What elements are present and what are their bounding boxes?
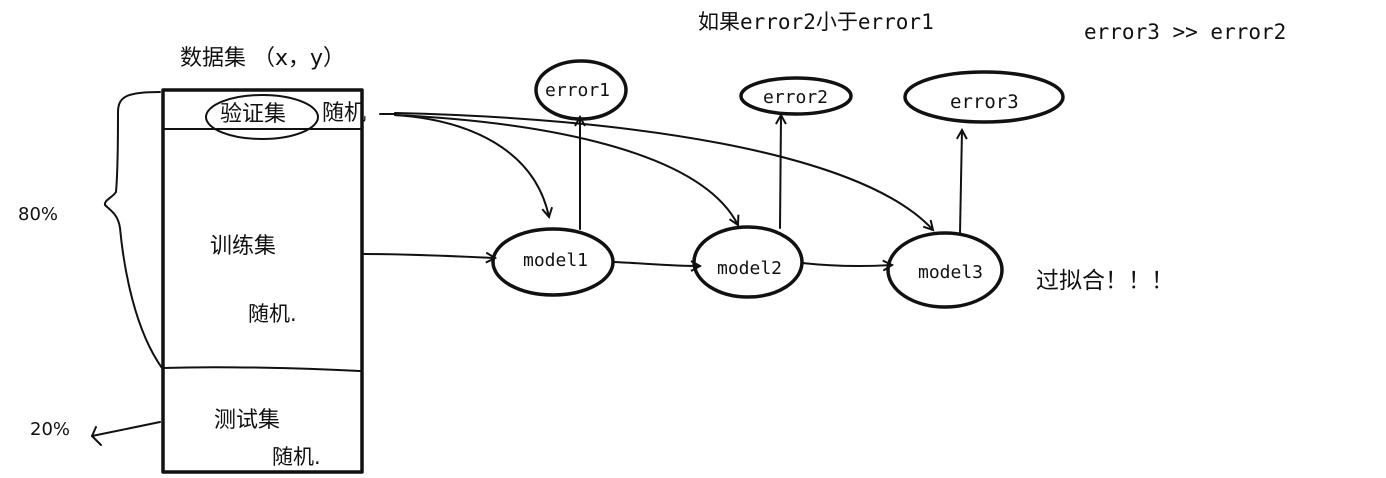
val-to-model1-arrow [394, 114, 549, 217]
train-brace [103, 91, 163, 369]
validation-circle [205, 94, 319, 140]
model2-to-model3-arrow [801, 263, 892, 266]
validation-random-label: 随机 [322, 101, 367, 126]
dataset-title: 数据集 （x，y） [180, 46, 346, 71]
error2-label: error2 [763, 87, 829, 108]
note-error2-less-than-error1: 如果error2小于error1 [698, 10, 934, 34]
error3-node [903, 70, 1065, 124]
note-error3-much-greater: error3 >> error2 [1084, 20, 1287, 44]
validation-label: 验证集 [220, 102, 287, 127]
test-divider [162, 366, 361, 372]
model3-to-error3-arrow [960, 130, 962, 234]
test-arrow [91, 421, 161, 437]
error2-node [739, 76, 853, 116]
test-random-label: 随机. [272, 445, 321, 469]
test-label: 测试集 [214, 408, 281, 433]
val-to-model2-arrow [394, 114, 738, 225]
train-percent: 80% [18, 204, 59, 225]
test-percent: 20% [30, 419, 71, 440]
error3-label: error3 [950, 91, 1019, 113]
model1-label: model1 [523, 250, 589, 271]
train-label: 训练集 [210, 234, 277, 259]
model1-to-model2-arrow [612, 262, 700, 266]
dataset-box [161, 88, 364, 474]
note-overfitting: 过拟合！！！ [1036, 268, 1174, 294]
model2-label: model2 [717, 258, 783, 279]
error1-node [534, 59, 628, 121]
model2-to-error2-arrow [780, 115, 781, 229]
train-to-model1-arrow [363, 254, 495, 258]
error1-label: error1 [545, 80, 611, 101]
val-to-model3-arrow [394, 112, 933, 230]
train-random-label: 随机. [248, 302, 297, 326]
model3-label: model3 [918, 262, 984, 283]
